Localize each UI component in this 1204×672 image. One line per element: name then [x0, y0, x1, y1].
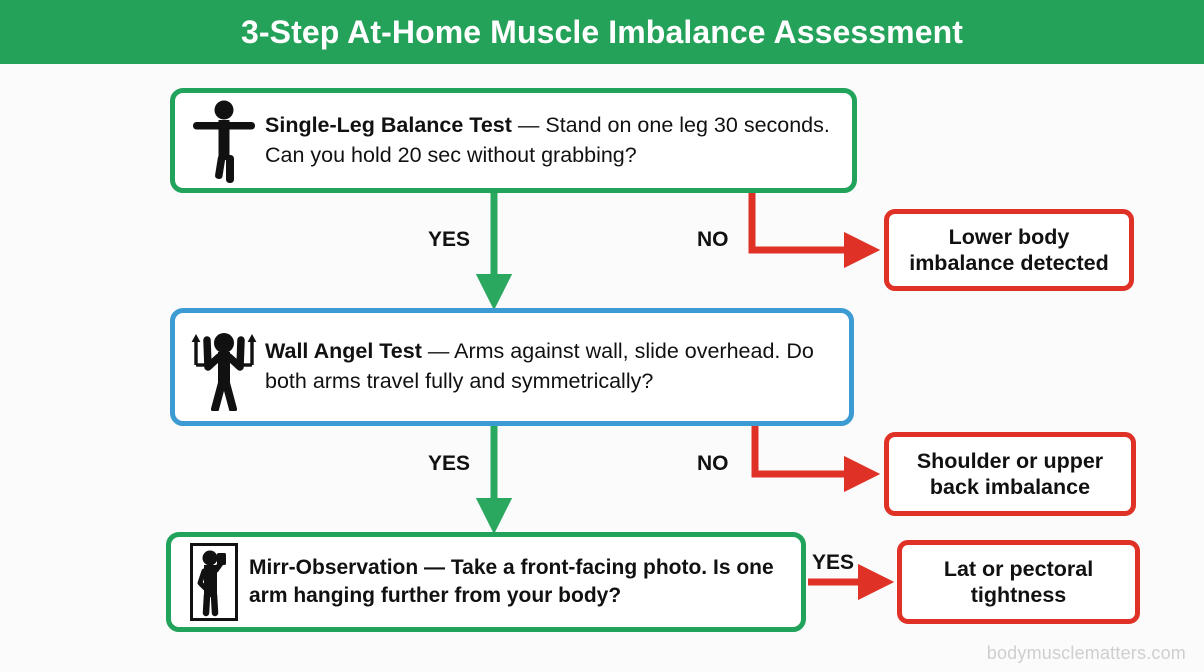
person-arms-overhead-icon — [187, 323, 261, 411]
outcome-card-shoulder-upper-back-imbalance[interactable]: Shoulder or upper back imbalance — [884, 432, 1136, 516]
site-watermark: bodymusclematters.com — [986, 643, 1186, 663]
step-card-wall-angel[interactable]: Wall Angel Test — Arms against wall, sli… — [170, 308, 854, 426]
step-text-wall-angel: Wall Angel Test — Arms against wall, sli… — [261, 337, 835, 397]
edge-no-step2-to-outcome2 — [751, 426, 881, 493]
step-card-single-leg-balance[interactable]: Single-Leg Balance Test — Stand on one l… — [170, 88, 857, 193]
outcome-line-2: imbalance detected — [909, 251, 1109, 275]
edge-label-yes-step3: YES — [812, 551, 855, 574]
person-taking-photo-icon — [183, 543, 245, 621]
edge-label-no-step1: NO — [697, 228, 729, 251]
edge-no-step1-to-outcome1 — [748, 193, 881, 269]
outcome-card-lower-body-imbalance[interactable]: Lower body imbalance detected — [884, 209, 1134, 291]
step-text-single-leg-balance: Single-Leg Balance Test — Stand on one l… — [261, 111, 838, 171]
step-lead-mirror-observation: Mirr-Observation — Take a front-facing p… — [249, 556, 774, 607]
outcome-card-lat-pectoral-tightness[interactable]: Lat or pectoral tightness — [897, 540, 1140, 624]
outcome-line-1: Shoulder or upper — [916, 448, 1104, 473]
outcome-line-2: tightness — [970, 583, 1067, 607]
outcome-line-1: Lat or pectoral — [943, 556, 1094, 581]
step-lead-single-leg-balance: Single-Leg Balance Test — [265, 112, 512, 137]
page-header: 3-Step At-Home Muscle Imbalance Assessme… — [0, 0, 1204, 64]
person-one-leg-balance-icon — [187, 99, 261, 183]
step-body-wall-angel: — Arms against wall, slide overhead. Do … — [265, 339, 814, 393]
step-body-single-leg-balance: — Stand on one leg 30 seconds. Can you h… — [265, 112, 830, 167]
step-card-mirror-observation[interactable]: Mirr-Observation — Take a front-facing p… — [166, 532, 806, 632]
outcome-line-2: back imbalance — [929, 475, 1091, 499]
edge-label-no-step2: NO — [697, 452, 729, 475]
outcome-line-1: Lower body — [948, 224, 1070, 249]
step-text-mirror-observation: Mirr-Observation — Take a front-facing p… — [245, 554, 787, 609]
page-title: 3-Step At-Home Muscle Imbalance Assessme… — [240, 13, 964, 50]
edge-label-yes-step2: YES — [428, 452, 471, 475]
edge-label-yes-step1: YES — [428, 228, 471, 251]
flowchart-canvas: Single-Leg Balance Test — Stand on one l… — [0, 64, 1204, 672]
step-lead-wall-angel: Wall Angel Test — [265, 339, 422, 364]
